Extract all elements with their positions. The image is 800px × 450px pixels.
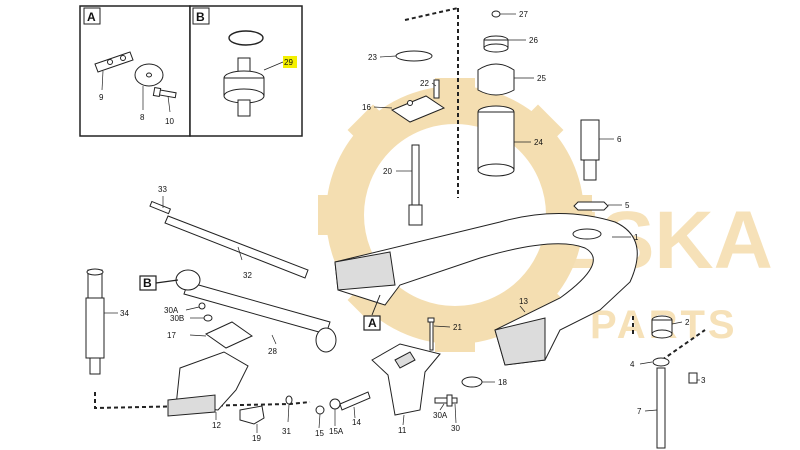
detail-box-a: A 9 8 10 — [79, 5, 191, 137]
callout-26: 26 — [529, 36, 538, 45]
callout-30B: 30B — [170, 314, 184, 323]
callout-22: 22 — [420, 79, 429, 88]
axle-frame-part: 1 13 — [334, 213, 639, 366]
view-marker-b: B — [139, 275, 179, 291]
callout-17: 17 — [167, 331, 176, 340]
callout-24: 24 — [534, 138, 543, 147]
callout-16: 16 — [362, 103, 371, 112]
callout-7: 7 — [637, 407, 642, 416]
callout-4: 4 — [630, 360, 635, 369]
washer-part — [134, 63, 164, 87]
fastener-group-left: 30A 30B — [164, 302, 213, 323]
callout-30A-left: 30A — [164, 306, 179, 315]
snap-ring-part — [228, 30, 264, 46]
callout-14: 14 — [352, 418, 361, 427]
view-marker-a-letter: A — [368, 316, 377, 330]
detail-box-b-letter: B — [196, 10, 205, 24]
callout-5: 5 — [625, 201, 630, 210]
callout-27: 27 — [519, 10, 528, 19]
callout-21: 21 — [453, 323, 462, 332]
callout-8: 8 — [140, 113, 145, 122]
dashed-leader — [632, 316, 706, 361]
callout-29: 29 — [284, 58, 293, 67]
callout-23: 23 — [368, 53, 377, 62]
bolt-21-part: 21 — [427, 317, 462, 351]
view-marker-b-letter: B — [143, 276, 152, 290]
callout-34: 34 — [120, 309, 129, 318]
cap-18-part: 18 — [461, 376, 507, 388]
strut-mount-assembly: 23 22 16 20 — [362, 50, 446, 226]
callout-13: 13 — [519, 297, 528, 306]
callout-10: 10 — [165, 117, 174, 126]
callout-15A: 15A — [329, 427, 344, 436]
dashed-leader — [404, 7, 459, 198]
callout-3: 3 — [701, 376, 706, 385]
detail-box-a-letter: A — [87, 10, 96, 24]
view-marker-a: A — [363, 294, 381, 331]
callout-9: 9 — [99, 93, 104, 102]
callout-33: 33 — [158, 185, 167, 194]
callout-30A-right: 30A — [433, 411, 448, 420]
callout-31: 31 — [282, 427, 291, 436]
mount-plate-17-part: 17 12 19 31 — [167, 321, 293, 443]
callout-12: 12 — [212, 421, 221, 430]
callout-32: 32 — [243, 271, 252, 280]
callout-6: 6 — [617, 135, 622, 144]
shock-absorber-part: 6 5 — [573, 119, 630, 211]
callout-28: 28 — [268, 347, 277, 356]
damper-34-part: 34 — [85, 268, 129, 375]
detail-box-b: B 29 — [189, 5, 303, 137]
callout-15: 15 — [315, 429, 324, 438]
callout-25: 25 — [537, 74, 546, 83]
bracket-11-part: 11 — [371, 343, 441, 435]
fastener-group: 14 15A 15 30A 30 — [315, 391, 460, 438]
callout-19: 19 — [252, 434, 261, 443]
callout-1: 1 — [634, 233, 639, 242]
bump-stop-stack: 27 26 25 24 — [477, 10, 546, 177]
bracket-plate-part — [94, 51, 134, 73]
torque-rod-28-part: 28 — [175, 269, 337, 356]
callout-18: 18 — [498, 378, 507, 387]
callout-2: 2 — [685, 318, 690, 327]
torsion-rod-part: 33 32 — [149, 185, 309, 280]
bushing-bolt-assembly: 2 4 3 7 — [630, 315, 706, 449]
callout-30: 30 — [451, 424, 460, 433]
callout-20: 20 — [383, 167, 392, 176]
bolt-part — [152, 86, 177, 99]
bushing-part — [223, 57, 265, 117]
callout-11: 11 — [398, 426, 407, 435]
